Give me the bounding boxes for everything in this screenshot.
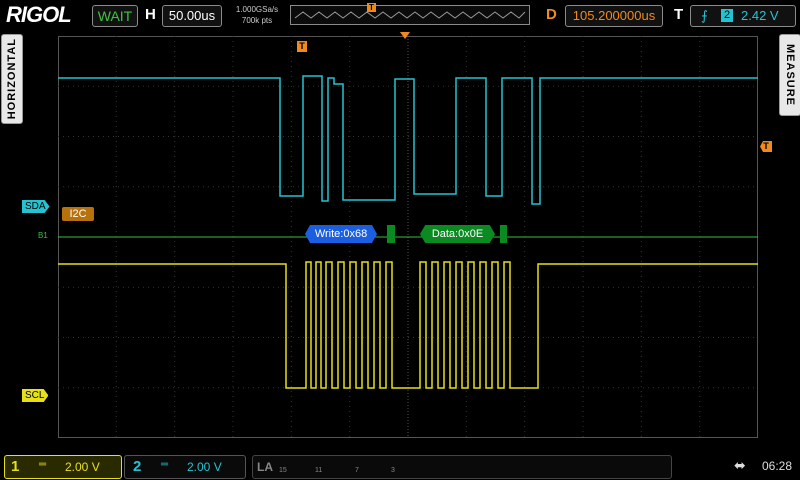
scl-trace	[58, 261, 758, 389]
memory-overview-bar[interactable]: T	[290, 3, 530, 25]
ch1-settings[interactable]: 1 ═ 2.00 V	[4, 455, 122, 479]
ch1-scale: 2.00 V	[65, 460, 100, 474]
dc-coupling-icon: ═	[39, 459, 47, 470]
decode-write-packet: Write:0x68	[305, 225, 377, 243]
acquisition-info: 1.000GSa/s 700k pts	[228, 4, 286, 26]
scope-graticule	[58, 36, 758, 438]
bottom-channel-bar: 1 ═ 2.00 V 2 ═ 2.00 V LA 15 11 7 3 ⬌ 06:…	[0, 452, 800, 480]
trigger-level-marker[interactable]: T	[760, 141, 772, 152]
logic-analyzer-panel[interactable]: LA 15 11 7 3	[252, 455, 672, 479]
scl-channel-label[interactable]: SCL	[22, 389, 49, 402]
clock-time: 06:28	[762, 459, 793, 473]
delay-value[interactable]: 105.200000us	[565, 5, 663, 27]
trigger-level-value: 2.42 V	[741, 8, 779, 23]
la-group-15: 15	[279, 467, 287, 474]
usb-icon: ⬌	[734, 457, 746, 473]
ch2-settings[interactable]: 2 ═ 2.00 V	[124, 455, 246, 479]
trigger-source-badge: 2	[721, 9, 733, 22]
delay-label: D	[546, 6, 557, 23]
dc-coupling-icon-2: ═	[161, 459, 169, 470]
sda-channel-label[interactable]: SDA	[22, 200, 50, 213]
ch1-number: 1	[11, 458, 20, 475]
bus-channel-marker[interactable]: B1	[38, 231, 48, 240]
rising-edge-icon: ⨍	[701, 8, 708, 23]
center-marker-icon	[400, 32, 410, 39]
ch2-number: 2	[133, 458, 142, 475]
timebase-value[interactable]: 50.00us	[162, 5, 222, 27]
memory-waveform-icon	[294, 11, 526, 19]
la-group-7: 7	[355, 467, 359, 474]
la-group-3: 3	[391, 467, 395, 474]
top-status-bar: RIGOL WAIT H 50.00us 1.000GSa/s 700k pts…	[0, 0, 800, 30]
trigger-position-icon: T	[367, 3, 376, 12]
la-group-11: 11	[315, 467, 323, 474]
timebase-label: H	[145, 6, 156, 23]
waveform-display[interactable]: Write:0x68 Data:0x0E	[58, 36, 758, 438]
trigger-settings[interactable]: ⨍ 2 2.42 V	[690, 5, 796, 27]
measure-tab-label: MEASURE	[784, 43, 796, 106]
run-status-badge[interactable]: WAIT	[92, 5, 138, 27]
ch2-scale: 2.00 V	[187, 460, 222, 474]
la-label: LA	[257, 460, 273, 474]
decode-data-packet: Data:0x0E	[420, 225, 495, 243]
memory-depth: 700k pts	[241, 16, 273, 25]
i2c-bus-tag: I2C	[62, 207, 94, 221]
sda-trace	[58, 75, 758, 205]
trigger-label: T	[674, 6, 684, 23]
decode-ack-marker-2	[500, 225, 507, 243]
rigol-logo: RIGOL	[6, 2, 72, 27]
sample-rate: 1.000GSa/s	[235, 5, 279, 14]
measure-menu-tab[interactable]: MEASURE	[779, 34, 800, 116]
horizontal-menu-tab[interactable]: HORIZONTAL	[1, 34, 23, 124]
horizontal-tab-label: HORIZONTAL	[6, 38, 18, 120]
decode-ack-marker	[387, 225, 395, 243]
trigger-position-marker[interactable]: T	[297, 41, 307, 52]
